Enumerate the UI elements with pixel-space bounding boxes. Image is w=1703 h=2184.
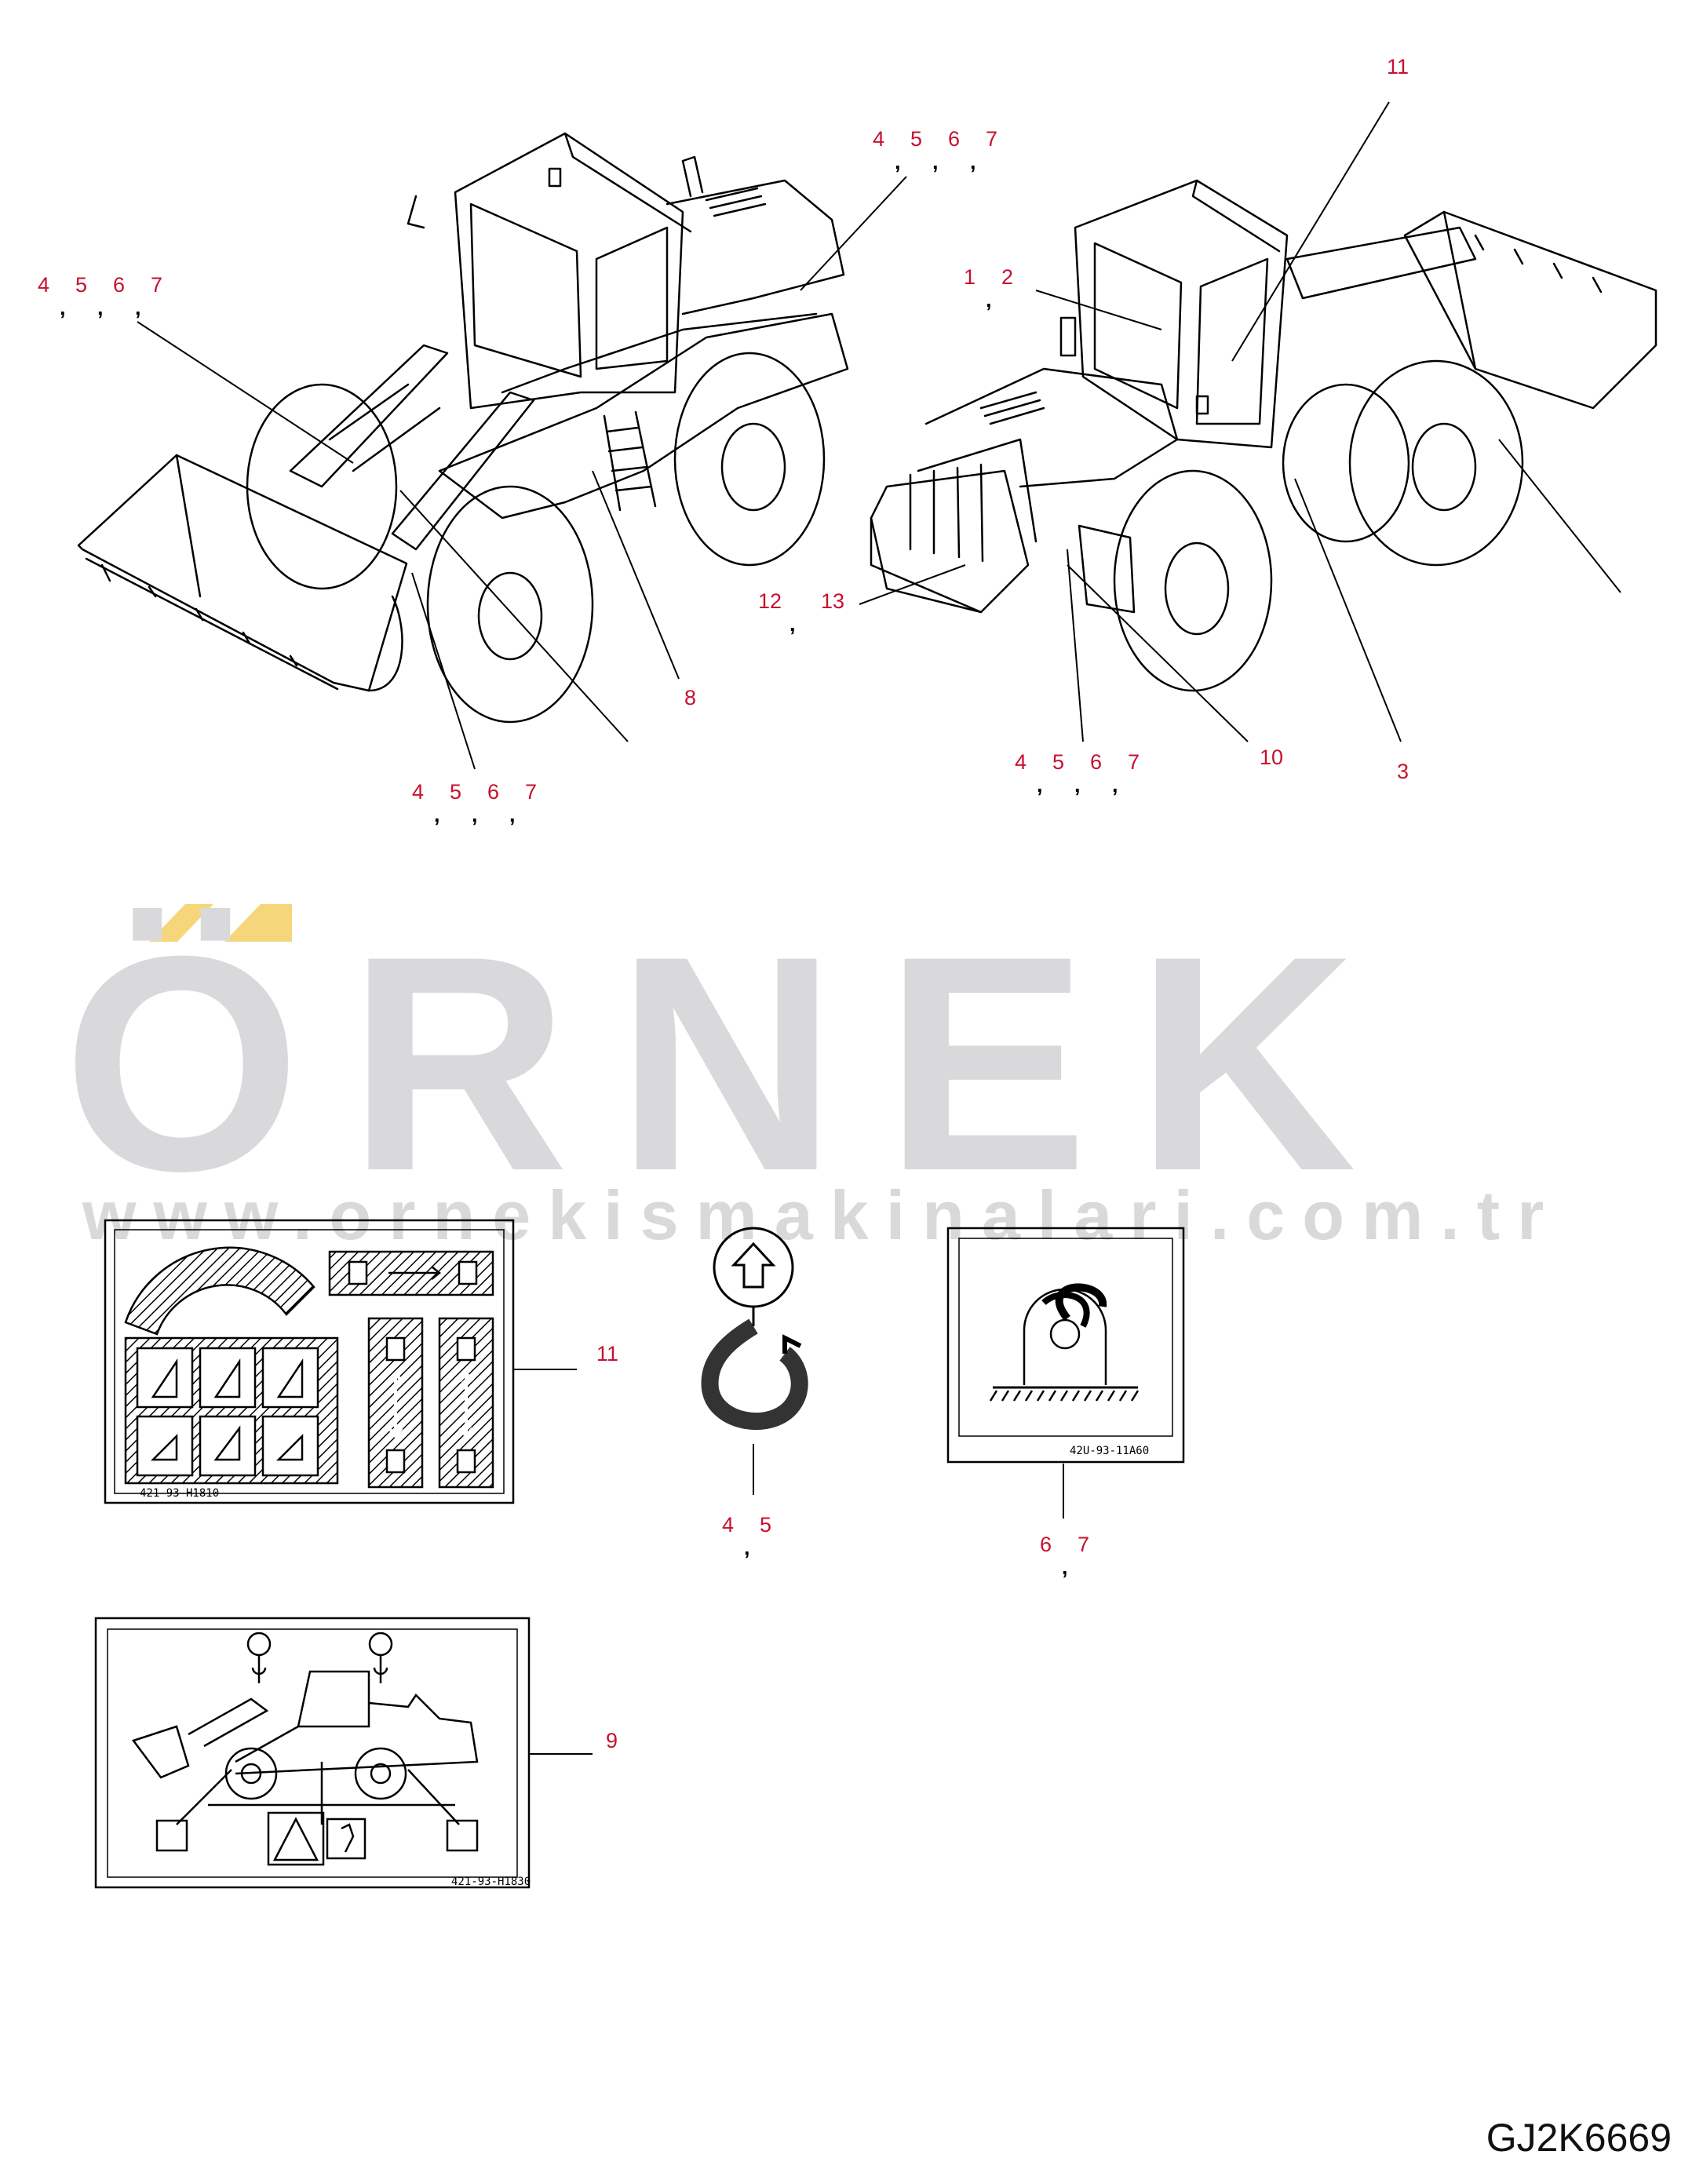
callout-11-label: 11 [596, 1342, 619, 1365]
leader-mid-top [800, 176, 907, 291]
watermark-url: www.ornekismakinalari.com.tr [82, 1176, 1562, 1254]
watermark-logo [149, 904, 292, 942]
leader-right-bottom [1067, 549, 1084, 742]
leader-12-13 [859, 564, 966, 605]
watermark-accent-left [149, 904, 213, 942]
lift-diagram-code: 421-93-H1830 [451, 1876, 531, 1888]
callout-10: 10 [1260, 746, 1284, 769]
tie-down-decal [946, 1227, 1185, 1464]
document-id: GJ2K6669 [1486, 2116, 1672, 2160]
callout-9-label: 9 [606, 1729, 618, 1752]
lock-decal-panel [104, 1219, 515, 1504]
callout-8: 8 [684, 686, 697, 709]
leader-3 [1294, 478, 1402, 742]
leader-8 [592, 470, 680, 680]
leader-1-2 [1035, 290, 1162, 330]
lift-hook-decal [701, 1227, 808, 1430]
lock-panel-code: 421-93-H1810 [140, 1487, 219, 1500]
watermark-accent-right [224, 904, 292, 942]
lift-point-decal [94, 1617, 531, 1889]
loader-rear-view [870, 179, 1657, 692]
callout-11-top: 11 [1387, 55, 1409, 78]
leader-11-top [1231, 101, 1390, 362]
tie-down-code: 42U-93-11A60 [1070, 1445, 1149, 1457]
leader-right-edge [1498, 439, 1621, 593]
leader-10 [1067, 564, 1249, 742]
watermark-brand: ÖRNEK [63, 892, 1404, 1234]
loader-front-view [77, 132, 849, 724]
leader-left-bottom-b [399, 490, 629, 742]
callout-3: 3 [1397, 760, 1409, 783]
leader-left-bottom-a [411, 572, 476, 770]
leader-left-top [137, 321, 354, 464]
